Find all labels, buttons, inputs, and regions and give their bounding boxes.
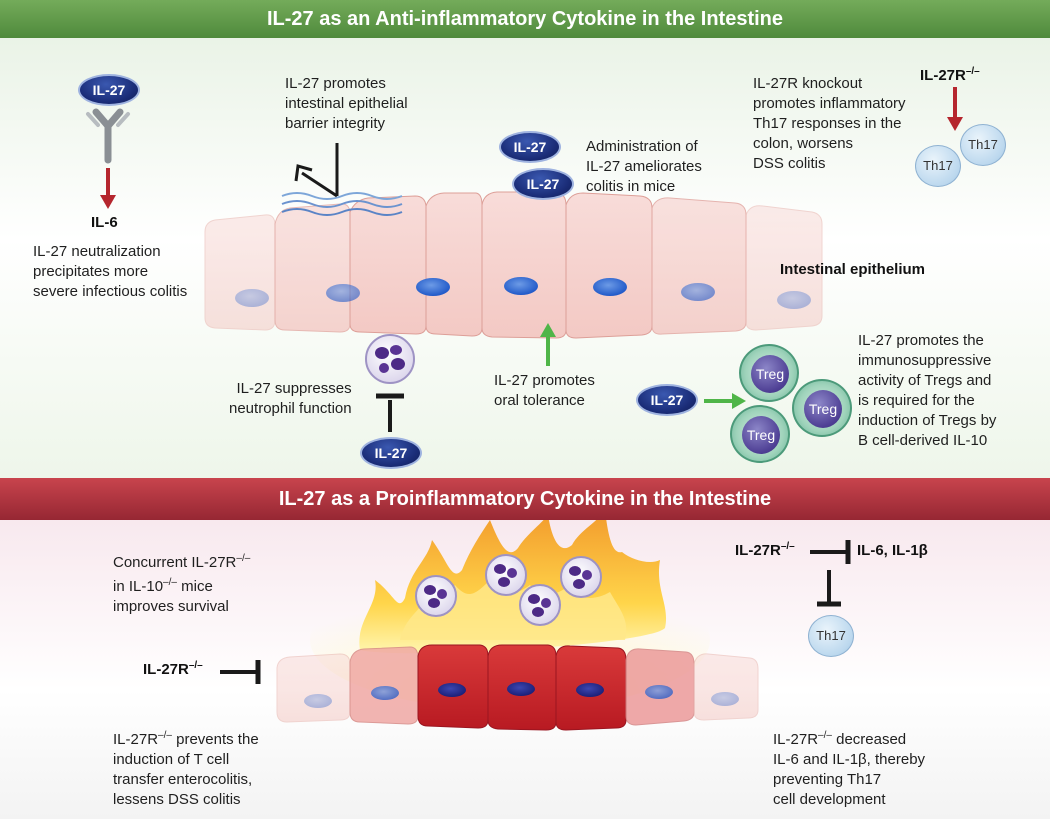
neutrophil-2 [485,554,527,596]
il27r-label-left: IL-27R–/– [143,660,203,678]
il27-pill-antibody: IL-27 [78,74,140,106]
barrier-arrow [294,143,339,198]
treg-cell-1: Treg [739,344,799,402]
inhibit-arrow-il6 [100,168,116,209]
decreased-text: IL-27R–/– decreased IL-6 and IL-1β, ther… [773,730,926,808]
il27-pill-treg: IL-27 [636,384,698,416]
epithelium-label: Intestinal epithelium [780,261,926,278]
th17-cell-2: Th17 [915,145,961,187]
anti-inflammatory-banner: IL-27 as an Anti-inflammatory Cytokine i… [0,0,1050,38]
treg-cell-2: Treg [792,379,852,437]
neutrophil-cluster [415,554,602,626]
prevents-text: IL-27R–/– prevents the induction of T ce… [113,730,259,808]
knockout-arrow [947,87,963,131]
il27r-knockout-label: IL-27R–/– [920,66,980,84]
il6-label: IL-6 [91,214,118,231]
il6-inhibit-th17 [817,570,841,607]
neutrophil-text: IL-27 suppresses neutrophil function [229,380,352,417]
bottom-epithelium [276,644,759,731]
oral-tolerance-arrow [540,323,556,366]
treg-cell-3: Treg [730,405,790,463]
th17-cell-1: Th17 [960,124,1006,166]
knockout-text: IL-27R knockout promotes inflammatory Th… [753,75,906,172]
barrier-text: IL-27 promotes intestinal epithelial bar… [285,75,408,132]
th17-cell-bottom: Th17 [808,615,854,657]
il27r-label-right: IL-27R–/– [735,541,795,559]
top-epithelium [204,191,823,339]
il27r-inhibit-il6 [810,540,851,564]
il27-pill-neutrophil: IL-27 [360,437,422,469]
treg-arrow [704,393,746,409]
oral-tolerance-text: IL-27 promotes oral tolerance [494,372,595,409]
il27-pill-admin-1: IL-27 [499,131,561,163]
antibody-icon [86,108,130,164]
proinflammatory-banner: IL-27 as a Proinflammatory Cytokine in t… [0,478,1050,520]
barrier-waves [281,192,403,216]
neutrophil-1 [415,575,457,617]
neutrophil-top [365,334,415,384]
concurrent-text: Concurrent IL-27R–/– in IL-10–/– mice im… [113,553,251,615]
administration-text: Administration of IL-27 ameliorates coli… [586,138,702,195]
il27-pill-admin-2: IL-27 [512,168,574,200]
neutrophil-4 [560,556,602,598]
neutrophil-inhibit [376,393,404,432]
il27r-inhibit-epithelium [220,660,261,684]
il6-il1b-label: IL-6, IL-1β [857,542,928,559]
neutrophil-3 [519,584,561,626]
treg-text: IL-27 promotes the immunosuppressive act… [858,332,997,449]
neutralization-text: IL-27 neutralization precipitates more s… [33,243,188,300]
